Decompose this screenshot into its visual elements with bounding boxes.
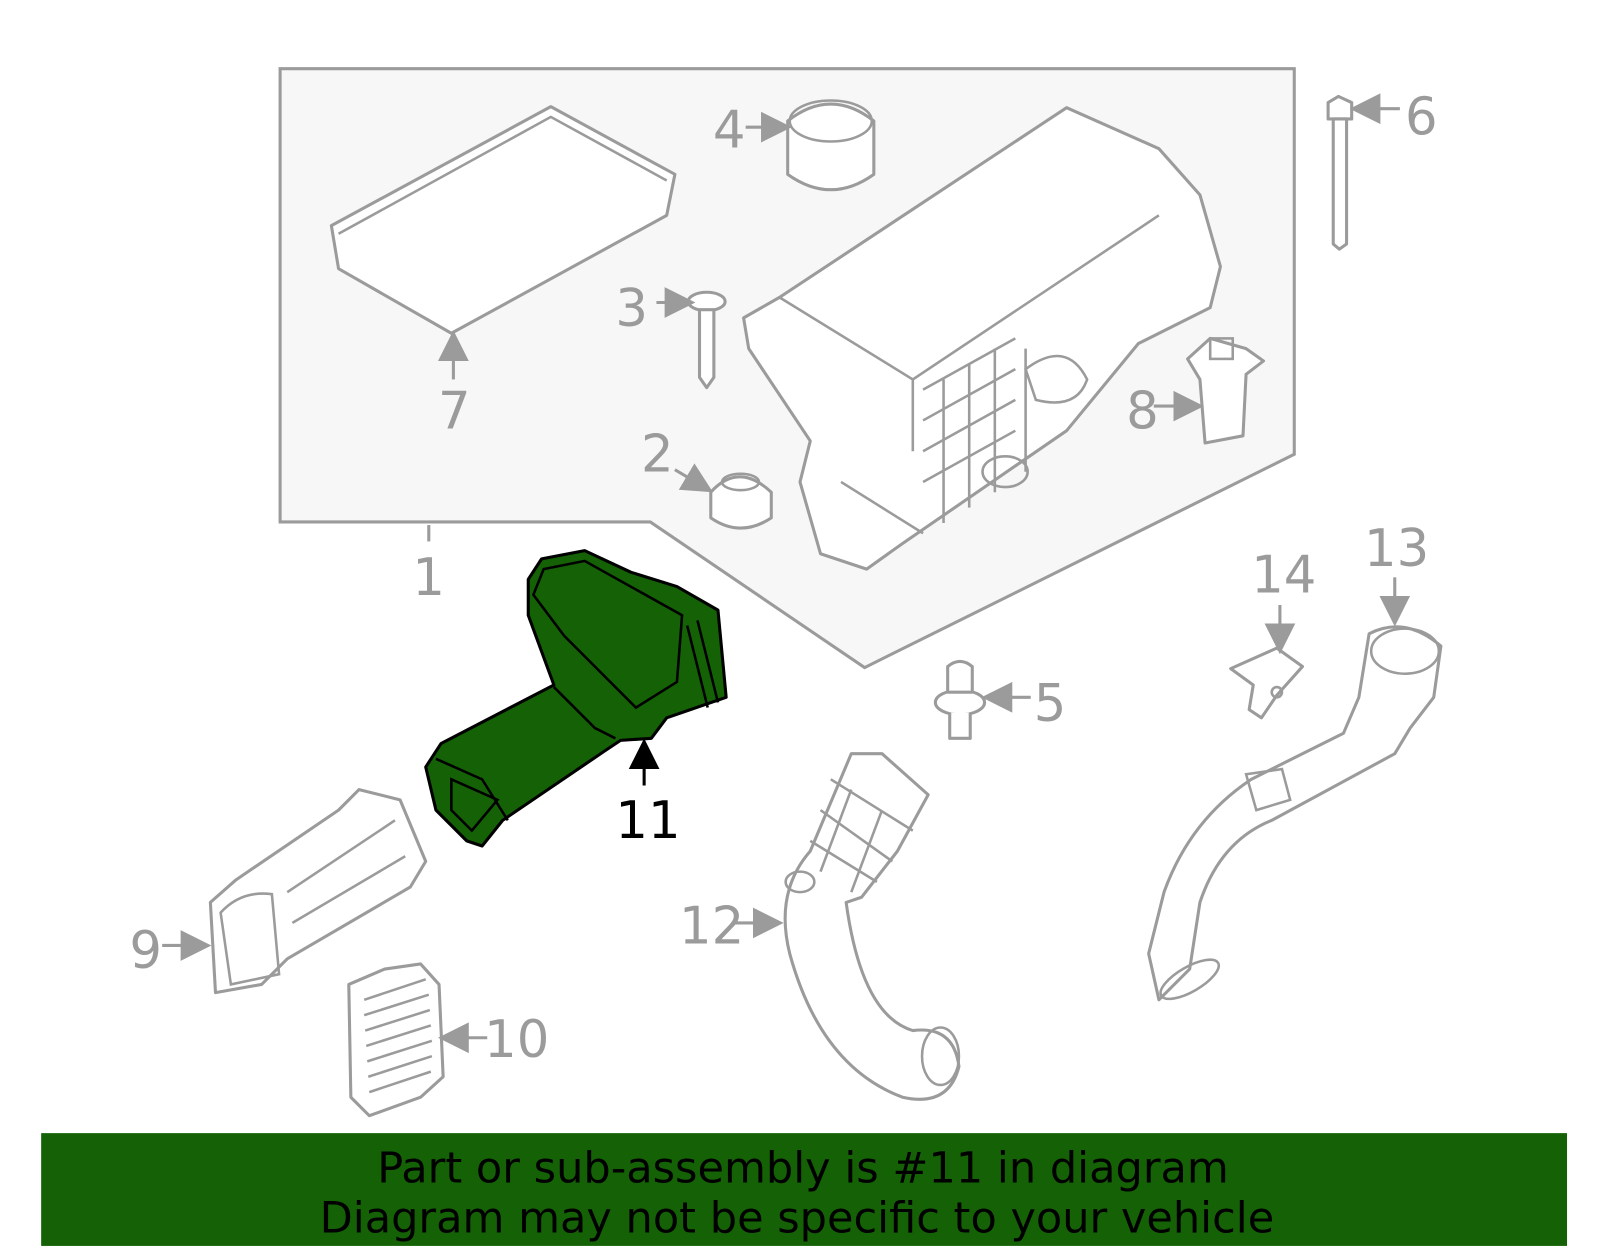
- part-6-bolt[interactable]: [1326, 94, 1354, 251]
- part-4-mount[interactable]: [786, 99, 876, 192]
- callout-3: 3: [615, 279, 648, 339]
- part-1-air-cleaner-housing[interactable]: [742, 106, 1222, 571]
- callout-7: 7: [438, 382, 471, 442]
- callout-9: 9: [129, 921, 162, 981]
- part-12-intake-duct[interactable]: [783, 752, 961, 1101]
- callout-11: 11: [615, 791, 680, 851]
- callout-13: 13: [1364, 519, 1429, 579]
- callout-2: 2: [641, 425, 674, 485]
- part-5-clip[interactable]: [933, 659, 987, 740]
- callout-14: 14: [1251, 546, 1316, 606]
- leader-lines: [162, 93, 1411, 1054]
- callout-10: 10: [484, 1010, 549, 1070]
- callout-4: 4: [713, 101, 746, 161]
- part-7-filter[interactable]: [329, 105, 677, 335]
- callout-1: 1: [412, 548, 445, 608]
- banner-line-1: Part or sub-assembly is #11 in diagram: [377, 1143, 1229, 1193]
- callout-6: 6: [1405, 87, 1438, 147]
- part-9-inlet-duct[interactable]: [208, 788, 428, 995]
- info-banner: Part or sub-assembly is #11 in diagram D…: [41, 1133, 1568, 1246]
- part-14-bracket[interactable]: [1229, 646, 1305, 720]
- part-10-grille[interactable]: [347, 962, 445, 1118]
- part-13-intake-tube[interactable]: [1147, 625, 1443, 1007]
- part-2-grommet[interactable]: [709, 472, 773, 530]
- callout-12: 12: [679, 896, 744, 956]
- part-11-air-duct-highlighted[interactable]: [424, 549, 728, 848]
- callout-5: 5: [1034, 674, 1067, 734]
- banner-line-2: Diagram may not be specific to your vehi…: [320, 1194, 1275, 1244]
- callout-8: 8: [1126, 382, 1159, 442]
- part-3-screw[interactable]: [686, 290, 727, 390]
